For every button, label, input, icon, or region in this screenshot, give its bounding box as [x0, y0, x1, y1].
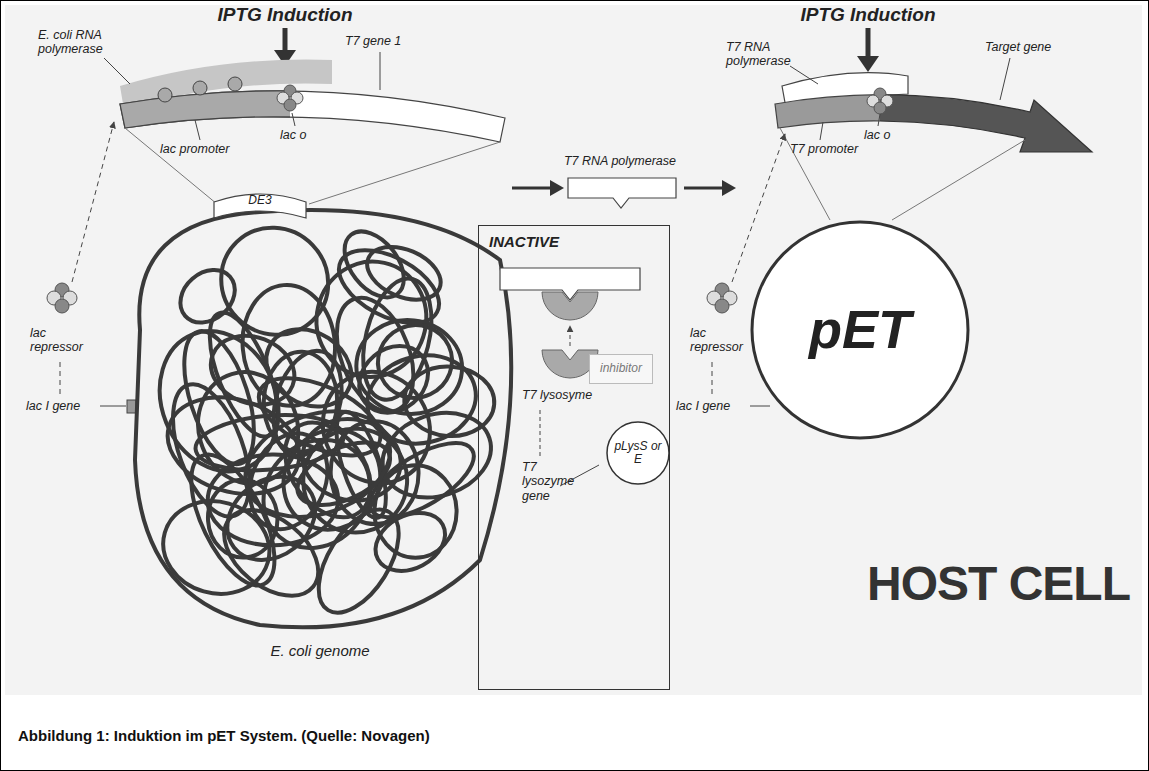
- plasmid-circle-shape: [607, 422, 669, 484]
- part-label: lac promoter: [160, 142, 250, 156]
- node-text: pET: [809, 300, 911, 359]
- node-text: pLysS or E: [613, 440, 663, 466]
- part-label: T7 promoter: [790, 142, 880, 156]
- inactive-box: INACTIVE inhibitor pLysS or E: [478, 225, 670, 690]
- part-label: T7 lysozyme gene: [522, 460, 592, 503]
- pet-plasmid-shape: [752, 222, 968, 438]
- part-label: T7 gene 1: [345, 34, 425, 48]
- host-cell-label: HOST CELL: [845, 556, 1130, 611]
- de3-segment-shape: [214, 194, 306, 218]
- genome-loop: [238, 281, 340, 410]
- genome-loop: [333, 220, 416, 308]
- induction-label: IPTG Induction: [783, 4, 953, 26]
- genome-loop: [231, 393, 404, 535]
- induction-label: IPTG Induction: [200, 4, 370, 26]
- genome-loop: [366, 501, 456, 582]
- handwritten-note: inhibitor: [589, 354, 653, 384]
- genome-loop: [366, 313, 464, 410]
- part-label: T7 RNA polymerase: [726, 40, 798, 69]
- plasmid-circle: pLysS or E: [605, 420, 671, 486]
- genome-loop: [296, 411, 408, 509]
- part-label: lac o: [864, 128, 904, 142]
- part-label: T7 RNA polymerase: [520, 154, 720, 168]
- genome-loop: [170, 259, 245, 333]
- node-text: INACTIVE: [489, 234, 659, 251]
- part-label: lac repressor: [690, 326, 750, 355]
- node-text: inhibitor: [600, 362, 642, 375]
- genome-loop: [327, 235, 451, 338]
- genome-outline: [135, 210, 511, 627]
- genome-loop: [252, 313, 366, 422]
- part-label: T7 lysosyme: [522, 388, 612, 402]
- part-label: lac I gene: [676, 399, 748, 413]
- genome-loop: [139, 313, 299, 489]
- part-label: lac o: [280, 128, 320, 142]
- image-ground: [5, 5, 1142, 695]
- part-label: E. coli RNA polymerase: [38, 28, 116, 57]
- part-label: Target gene: [985, 40, 1075, 54]
- node-text: DE3: [248, 194, 271, 207]
- part-label: lac repressor: [30, 326, 90, 355]
- figure-caption: Abbildung 1: Induktion im pET System. (Q…: [18, 727, 430, 744]
- de3-segment: DE3: [212, 190, 308, 220]
- genome-loop: [359, 237, 448, 310]
- pet-plasmid: pET: [750, 220, 970, 440]
- genome-loop: [262, 343, 353, 464]
- part-label: lac I gene: [26, 399, 98, 413]
- genome-label: E. coli genome: [240, 642, 400, 659]
